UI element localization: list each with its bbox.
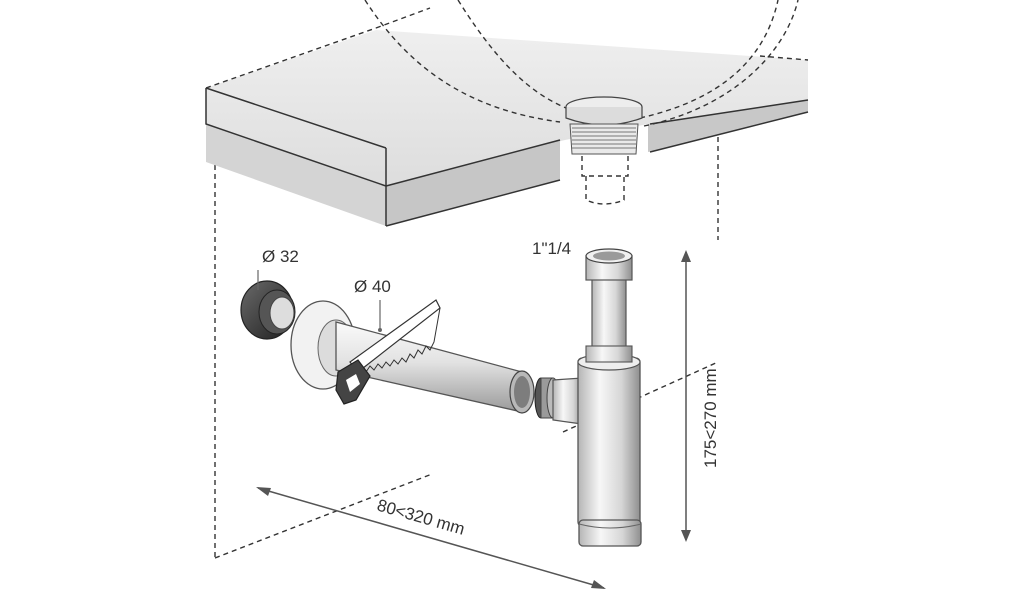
countertop-front-face: [206, 88, 386, 226]
label-height-range: 175<270 mm: [701, 368, 720, 468]
drain-thread: [572, 127, 636, 149]
bottle-trap: [534, 248, 642, 547]
countertop-side-face: [386, 140, 560, 226]
saw-icon: [335, 299, 441, 405]
countertop-right-face: [648, 100, 808, 152]
label-depth-range: 80<320 mm: [375, 496, 467, 539]
label-leaders: [257, 270, 382, 332]
label-diameter-40: Ø 40: [354, 277, 391, 296]
rubber-reducer-32: [240, 280, 296, 340]
depth-dimension: [256, 487, 606, 589]
basin-outline: [364, 0, 799, 127]
height-dimension: [681, 250, 691, 542]
label-diameter-32: Ø 32: [262, 247, 299, 266]
countertop: [205, 7, 809, 227]
countertop-top-face: [206, 30, 808, 186]
label-thread-size: 1"1/4: [532, 239, 571, 258]
drain-valve: [565, 96, 643, 205]
